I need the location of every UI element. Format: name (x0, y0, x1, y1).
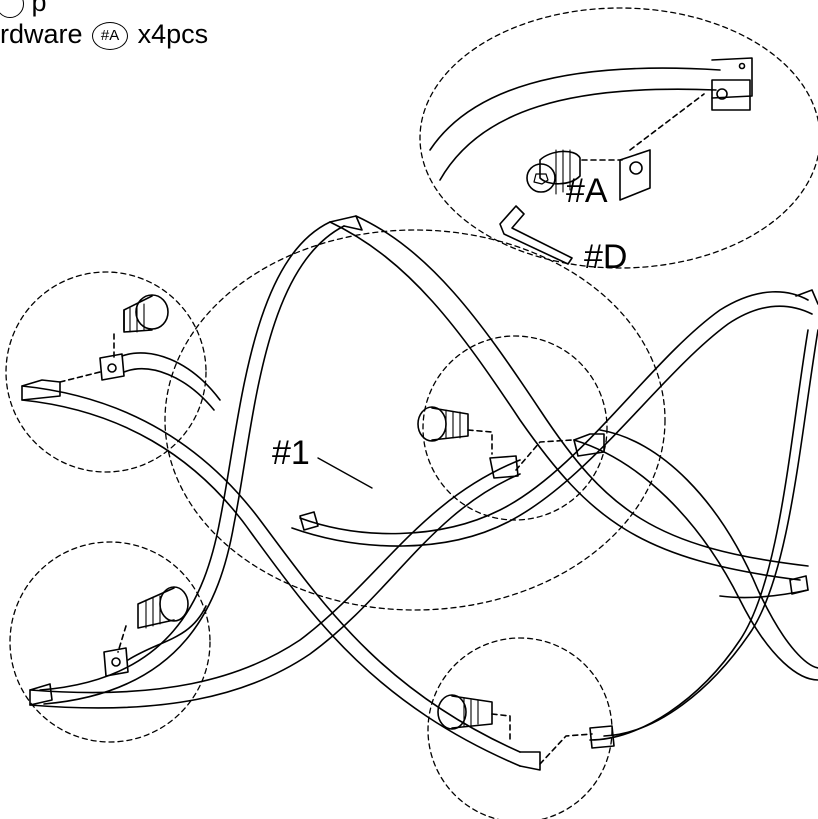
detail-middle-bolt (418, 407, 572, 470)
detail-circle-bottom-right (428, 638, 612, 819)
frame-foot-right (720, 576, 808, 598)
hardware-a-ref-badge: #A (92, 21, 129, 50)
header-line2-qty: x4pcs (137, 19, 209, 49)
header-line1-suffix: p (31, 0, 47, 17)
frame-bar-right-wave (574, 330, 818, 748)
hardware-a-ref-label: #A (100, 26, 120, 44)
detail-callout-circles (6, 8, 818, 819)
header-line2-prefix: rdware (0, 19, 83, 49)
part-1-leader-line (318, 458, 372, 488)
detail-circle-large-dashed (165, 230, 665, 610)
zoom-detail-top (430, 58, 752, 264)
label-hex-key-d: #D (584, 238, 627, 276)
frame-bar-left-wave (22, 380, 540, 770)
detail-bottom-right-bolt (438, 695, 592, 764)
detail-circle-top-right (420, 8, 818, 268)
label-frame-part-1: #1 (272, 434, 310, 472)
detail-left-bottom-bolt (104, 587, 206, 676)
detail-left-top-bolt (60, 295, 220, 410)
detail-circle-left-top (6, 272, 206, 472)
header-line-2: rdware #A x4pcs (0, 19, 208, 50)
detail-circle-middle (423, 336, 607, 520)
hex-key-icon (500, 206, 572, 264)
frame-bar-front (30, 456, 520, 708)
header-line-1: p (0, 0, 47, 18)
frame-bar-back (40, 216, 808, 704)
label-hardware-a: #A (566, 172, 608, 210)
detail-circle-left-bottom (10, 542, 210, 742)
frame-bar-crossing (292, 290, 818, 546)
